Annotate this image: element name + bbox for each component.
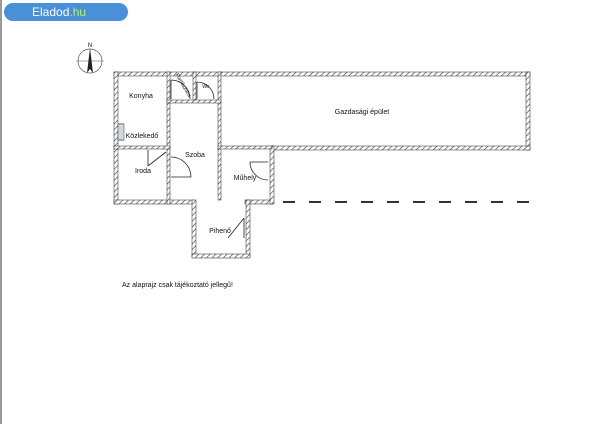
disclaimer-note: Az alaprajz csak tájékoztató jellegű! bbox=[122, 282, 233, 289]
door-furdoszoba bbox=[170, 79, 191, 100]
page-left-border bbox=[0, 0, 2, 424]
north-arrow-icon: N bbox=[76, 43, 104, 74]
room-label-piheno: Pihenő bbox=[209, 228, 231, 235]
door-iroda bbox=[147, 150, 167, 167]
door-muhely bbox=[249, 161, 269, 181]
brand-name: Eladod bbox=[32, 5, 70, 19]
room-label-konyha: Konyha bbox=[129, 93, 153, 100]
room-label-wc: Wc bbox=[202, 84, 210, 90]
exterior-walls bbox=[113, 71, 531, 259]
north-label: N bbox=[88, 43, 92, 49]
room-label-kozlekedo: Közlekedő bbox=[126, 133, 159, 140]
room-label-iroda: Iroda bbox=[135, 168, 151, 175]
brand-tld: .hu bbox=[69, 5, 87, 19]
brand-logo[interactable]: Eladod.hu bbox=[4, 3, 128, 21]
door-piheno bbox=[227, 217, 245, 239]
room-label-furdoszoba: Fürdőszoba bbox=[174, 73, 193, 99]
room-label-muhely: Műhely bbox=[234, 175, 257, 182]
room-label-gazdasagi-epulet: Gazdasági épület bbox=[335, 109, 390, 116]
staircase-shaft bbox=[117, 123, 125, 141]
room-label-szoba: Szoba bbox=[185, 152, 205, 159]
door-szoba bbox=[170, 156, 192, 178]
door-wc bbox=[196, 81, 215, 100]
interior-walls bbox=[113, 71, 273, 205]
